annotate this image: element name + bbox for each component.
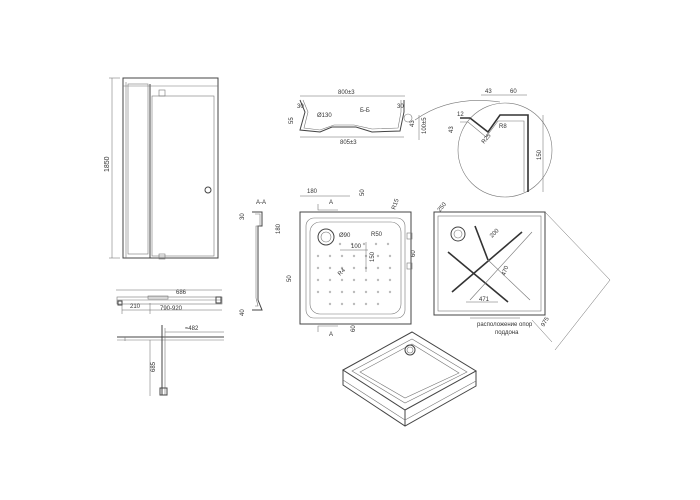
tray-profile-view: 800±3 Б-Б Ø130 30 30 55 43 100±5 805±3 xyxy=(289,90,428,146)
swing-radius-label: ≈482 xyxy=(185,326,199,332)
support-caption-1: расположение опор xyxy=(477,322,533,328)
right-height-label: 43 xyxy=(410,120,416,127)
tray-top-r15: R15 xyxy=(391,198,401,211)
tray-under-outer xyxy=(433,211,546,316)
tray-underside-view: 250 200 470 471 975 расположение опор по… xyxy=(433,201,611,351)
under-d250: 250 xyxy=(437,201,448,213)
section-aa-title: А-А xyxy=(256,200,266,206)
section-label: Б-Б xyxy=(360,108,370,114)
top-width-label: 800±3 xyxy=(338,90,355,96)
section-aa-d1: 30 xyxy=(240,213,246,220)
under-drain xyxy=(450,226,466,242)
drain-outer xyxy=(317,228,335,246)
tray-d50-left: 50 xyxy=(287,275,293,282)
edge-detail-view: 43 60 12 43 R8 R25 150 xyxy=(414,89,553,198)
range-label: 790-920 xyxy=(160,306,183,312)
left-height-label: 55 xyxy=(289,117,295,124)
tray-r50: R50 xyxy=(371,232,383,238)
detail-circle xyxy=(457,102,553,198)
tray-basin xyxy=(309,221,402,315)
door-width-label: 686 xyxy=(176,290,187,296)
tray-top-view: 180 А 50 R15 Ø90 R50 150 100 R4 60 50 А xyxy=(287,189,417,338)
door-front-view: 1850 xyxy=(104,77,219,260)
tray-top-d50: 50 xyxy=(360,189,366,196)
detail-d3: 12 xyxy=(457,112,464,118)
tray-top-d180: 180 xyxy=(307,189,318,195)
under-d200: 200 xyxy=(489,228,501,240)
swing-length-label: 685 xyxy=(151,361,157,372)
tray-d60-right: 60 xyxy=(411,250,417,257)
left-top-label: 30 xyxy=(297,104,304,110)
detail-d1: 43 xyxy=(485,89,492,95)
tray-d100: 100 xyxy=(351,244,362,250)
section-aa-d3: 40 xyxy=(240,309,246,316)
support-leg xyxy=(474,225,489,261)
door-swing-view: ≈482 685 xyxy=(117,325,224,396)
support-leg xyxy=(451,231,523,293)
side-range-label: 100±5 xyxy=(422,117,428,134)
tray-d150: 150 xyxy=(370,251,376,262)
detail-d2: 60 xyxy=(510,89,517,95)
hinge-top xyxy=(158,89,166,97)
anti-slip-dots xyxy=(316,242,392,306)
tray-outer xyxy=(299,211,412,325)
door-height-label: 1850 xyxy=(104,156,111,172)
bottom-width-label: 805±3 xyxy=(340,140,357,146)
arrow-a-bottom: А xyxy=(329,332,333,338)
tray-d60-bottom: 60 xyxy=(351,325,357,332)
hole-label: Ø130 xyxy=(317,113,332,119)
tray-iso-drain xyxy=(404,344,416,356)
tray-r4: R4 xyxy=(337,267,347,277)
detail-d5: R8 xyxy=(499,124,507,130)
section-aa-view: А-А 30 180 40 xyxy=(240,200,282,316)
support-caption-2: поддона xyxy=(495,330,519,336)
hinge-bottom xyxy=(158,253,166,260)
detail-d7: 150 xyxy=(537,149,543,160)
under-diagonal: 975 xyxy=(541,316,552,328)
tray-isometric-view xyxy=(342,331,477,427)
door-handle xyxy=(204,186,212,194)
door-plan-view: 686 210 790-920 xyxy=(116,289,223,314)
under-d470: 470 xyxy=(501,265,510,277)
arrow-a-top: А xyxy=(329,200,333,206)
right-top-label: 30 xyxy=(397,104,404,110)
section-aa-d2: 180 xyxy=(276,223,282,234)
under-d471: 471 xyxy=(479,297,490,303)
detail-d4: 43 xyxy=(449,126,455,133)
opening-left-label: 210 xyxy=(130,304,141,310)
support-leg xyxy=(447,251,509,303)
drain-label: Ø90 xyxy=(339,233,351,239)
